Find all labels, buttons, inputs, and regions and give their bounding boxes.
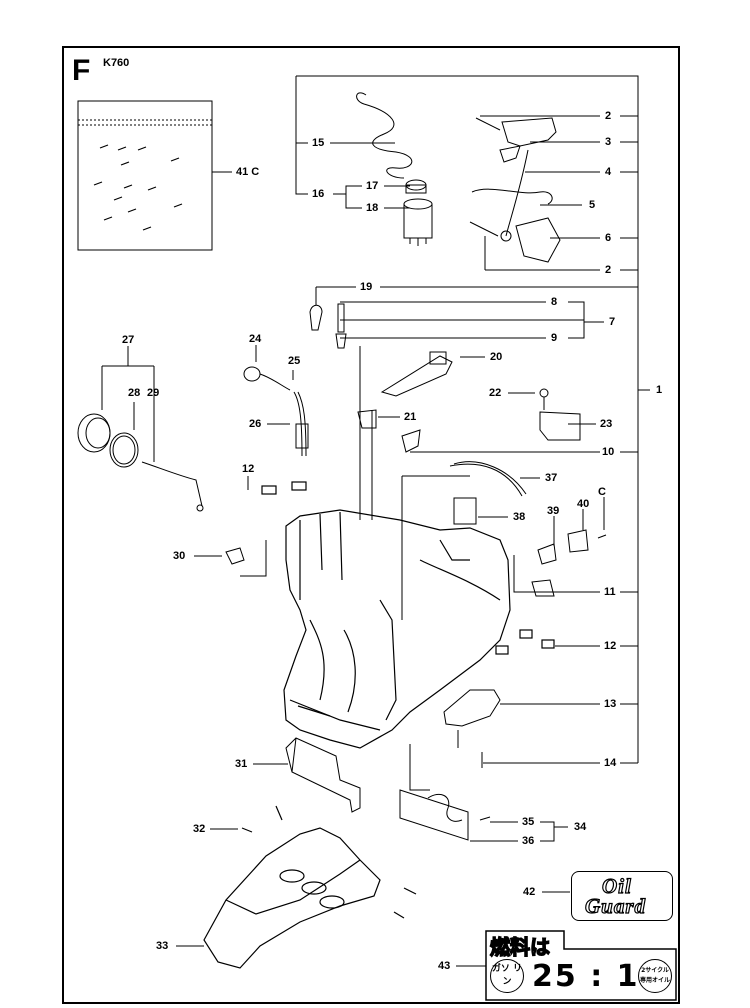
tank-cap-27-29 bbox=[77, 413, 204, 512]
oil-guard-line1: Oil bbox=[601, 873, 632, 898]
filter-17-18 bbox=[403, 179, 433, 246]
callout-13: 13 bbox=[604, 698, 617, 710]
callout-28: 28 bbox=[128, 387, 141, 399]
callout-17: 17 bbox=[366, 180, 379, 192]
callout-40: 40 bbox=[577, 498, 590, 510]
parts-20-23 bbox=[357, 351, 581, 441]
fuel-tank-housing bbox=[261, 481, 555, 749]
callout-12b: 12 bbox=[604, 640, 617, 652]
sheet-letter: F bbox=[72, 54, 91, 87]
callout-23: 23 bbox=[600, 418, 613, 430]
callout-41: 41 C bbox=[236, 166, 260, 178]
callout-32: 32 bbox=[193, 823, 206, 835]
callout-35: 35 bbox=[522, 816, 535, 828]
screw-bag-41 bbox=[77, 100, 213, 251]
callout-33: 33 bbox=[156, 940, 169, 952]
fuel-gasoline-circle: ガソ リン bbox=[490, 959, 524, 993]
callout-36: 36 bbox=[522, 835, 535, 847]
callout-2b: 2 bbox=[605, 264, 612, 276]
model-name: K760 bbox=[103, 57, 130, 69]
parts-13-14-30 bbox=[225, 547, 501, 768]
callout-5: 5 bbox=[589, 199, 596, 211]
callout-38: 38 bbox=[513, 511, 526, 523]
small-parts-8-9-19 bbox=[309, 303, 347, 349]
callout-19: 19 bbox=[360, 281, 373, 293]
callout-26: 26 bbox=[249, 418, 262, 430]
bracket-31 bbox=[285, 737, 361, 813]
callout-39: 39 bbox=[547, 505, 560, 517]
callout-25: 25 bbox=[288, 355, 301, 367]
callout-C: C bbox=[598, 486, 606, 498]
throttle-parts bbox=[469, 117, 561, 263]
parts-10-11-37-40 bbox=[401, 429, 607, 597]
oil-guard-line2: Guard bbox=[584, 893, 647, 918]
callout-8: 8 bbox=[551, 296, 558, 308]
callout-31: 31 bbox=[235, 758, 248, 770]
oil-guard-badge: Oil Guard bbox=[571, 871, 673, 921]
callout-22: 22 bbox=[489, 387, 502, 399]
callout-3: 3 bbox=[605, 136, 612, 148]
bottom-guard-32-33 bbox=[203, 805, 417, 969]
callout-20: 20 bbox=[490, 351, 503, 363]
callout-14: 14 bbox=[604, 757, 617, 769]
callout-2a: 2 bbox=[605, 110, 612, 122]
buffer-34-36 bbox=[399, 789, 491, 841]
callout-37: 37 bbox=[545, 472, 558, 484]
callout-10: 10 bbox=[602, 446, 615, 458]
callout-18: 18 bbox=[366, 202, 379, 214]
fuel-label-outline bbox=[485, 930, 677, 1001]
diagram-frame bbox=[62, 46, 680, 1004]
callout-34: 34 bbox=[574, 821, 587, 833]
fuel-mix-label: 燃料は ガソ リン 25 : 1 2サイクル 専用オイル bbox=[484, 929, 678, 1002]
callout-11: 11 bbox=[604, 586, 616, 598]
callout-1: 1 bbox=[656, 384, 663, 396]
callout-9: 9 bbox=[551, 332, 558, 344]
callout-6: 6 bbox=[605, 232, 612, 244]
leader-lines bbox=[101, 75, 650, 967]
callout-21: 21 bbox=[404, 411, 417, 423]
callout-15: 15 bbox=[312, 137, 325, 149]
fuel-ratio: 25 : 1 bbox=[532, 959, 640, 994]
fuel-oil-circle: 2サイクル 専用オイル bbox=[638, 959, 672, 993]
fuel-title: 燃料は bbox=[489, 934, 550, 959]
callout-43: 43 bbox=[438, 960, 451, 972]
callout-16: 16 bbox=[312, 188, 325, 200]
fuel-hoses-24-26 bbox=[243, 366, 309, 457]
callout-24: 24 bbox=[249, 333, 262, 345]
spring-15 bbox=[356, 92, 413, 179]
callout-27: 27 bbox=[122, 334, 135, 346]
callout-4: 4 bbox=[605, 166, 612, 178]
callout-30: 30 bbox=[173, 550, 186, 562]
callout-42: 42 bbox=[523, 886, 536, 898]
callout-12a: 12 bbox=[242, 463, 255, 475]
callout-29: 29 bbox=[147, 387, 160, 399]
callout-7: 7 bbox=[609, 316, 616, 328]
